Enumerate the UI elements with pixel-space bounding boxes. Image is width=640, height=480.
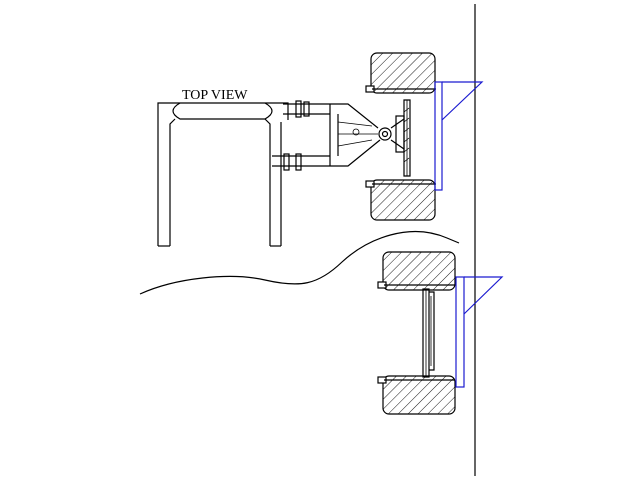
pivot-pin (378, 127, 392, 141)
upper-blue-bracket (441, 81, 484, 121)
frame-structure (157, 102, 289, 247)
break-line (139, 230, 460, 295)
lower-blue-plate (455, 276, 465, 388)
lower-blue-bracket (463, 276, 504, 315)
top-view-label: TOP VIEW (182, 88, 248, 103)
hitch-assembly (272, 99, 411, 177)
upper-wheel-assembly (365, 52, 484, 221)
upper-wheel-top (370, 52, 436, 94)
lower-wheel-top (382, 251, 456, 291)
upper-blue-plate (434, 81, 443, 191)
upper-wheel-bottom (370, 179, 436, 221)
lower-wheel-assembly (377, 251, 504, 415)
lower-wheel-bottom (382, 375, 456, 415)
